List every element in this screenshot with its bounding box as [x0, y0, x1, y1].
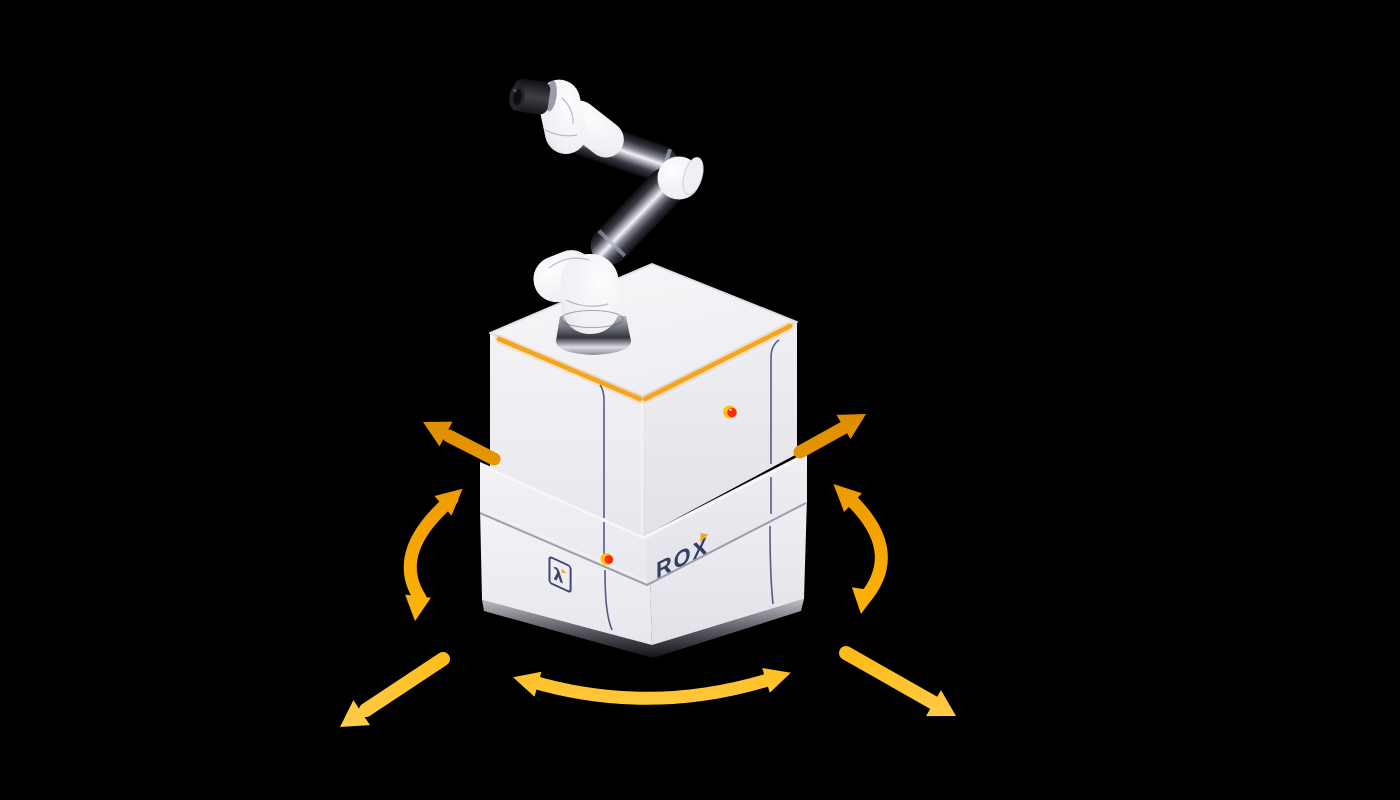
motion-arrow-up-right-icon	[793, 414, 866, 459]
arrow-arc	[523, 671, 781, 705]
arrow-shaft	[442, 429, 501, 466]
effector-glint	[513, 89, 517, 92]
seam-left-base	[604, 569, 613, 631]
seam-right-base	[769, 525, 774, 605]
base-right-face	[650, 498, 807, 645]
lambda-badge: λ	[548, 556, 572, 593]
joint-cap	[682, 157, 704, 195]
led-strip-left	[496, 336, 643, 402]
led-strip-right	[642, 323, 793, 402]
motion-arrow-down-left-icon	[340, 652, 450, 727]
tube-ring	[597, 229, 627, 258]
brand-logo-accent-icon	[700, 533, 709, 543]
led-core	[727, 407, 737, 418]
arrow-head-bottom	[851, 587, 878, 614]
collar-base-groove	[479, 502, 807, 587]
arrow-arc	[842, 491, 888, 606]
panel-seams	[599, 339, 780, 631]
motion-arrows	[340, 414, 956, 727]
led-core	[604, 555, 614, 564]
arrow-shaft	[793, 420, 852, 459]
body-status-led	[723, 405, 737, 419]
arrow-head	[340, 700, 370, 727]
arrow-shaft	[359, 652, 450, 717]
badge-frame	[548, 556, 572, 593]
wrist-seam	[544, 97, 578, 137]
shoulder-base-ring	[560, 310, 624, 328]
effector-lens-icon	[513, 89, 522, 105]
base-left-face	[480, 508, 652, 645]
arrow-arc	[403, 492, 459, 605]
arrow-head-right	[762, 668, 791, 693]
arm-end-effector	[509, 78, 551, 115]
top-led-strip	[494, 321, 795, 404]
base-bottom-chamfer	[482, 599, 804, 658]
led-highlight	[729, 408, 732, 412]
arrow-head	[926, 690, 956, 717]
arrow-head-top	[434, 488, 463, 516]
lambda-mark-icon: λ	[553, 564, 563, 588]
motion-arrow-rotate-right-icon	[833, 484, 888, 614]
arm-shoulder-joint	[533, 250, 624, 335]
arrow-head-bottom	[405, 594, 431, 621]
base-tier	[480, 498, 807, 658]
arrow-head-left	[513, 671, 542, 697]
seam-right-body	[770, 339, 780, 464]
motion-arrow-rotate-bottom-icon	[513, 668, 791, 705]
tube-surface	[590, 167, 686, 265]
robot-body: λ ROX	[479, 263, 807, 658]
badge-accent-icon	[561, 568, 567, 574]
collar-right-face	[647, 452, 807, 584]
motion-arrow-rotate-left-icon	[403, 488, 463, 621]
arrow-head	[836, 414, 866, 440]
groove-highlight	[479, 508, 647, 582]
arrow-head-top	[833, 484, 862, 512]
seam-left-body	[599, 384, 605, 518]
robot-arm	[509, 78, 704, 355]
shoulder-body	[560, 253, 620, 335]
motion-arrow-down-right-icon	[839, 646, 956, 717]
shoulder-seam	[548, 257, 609, 307]
body-right-face	[642, 322, 797, 537]
arrow-head	[423, 421, 453, 447]
arm-elbow-joint	[657, 156, 704, 200]
base-status-led	[600, 553, 614, 565]
collar-top-highlight	[484, 455, 803, 540]
arrow-shaft	[839, 646, 941, 710]
arm-upper-tube	[590, 167, 686, 265]
motion-arrow-up-left-icon	[423, 421, 501, 466]
